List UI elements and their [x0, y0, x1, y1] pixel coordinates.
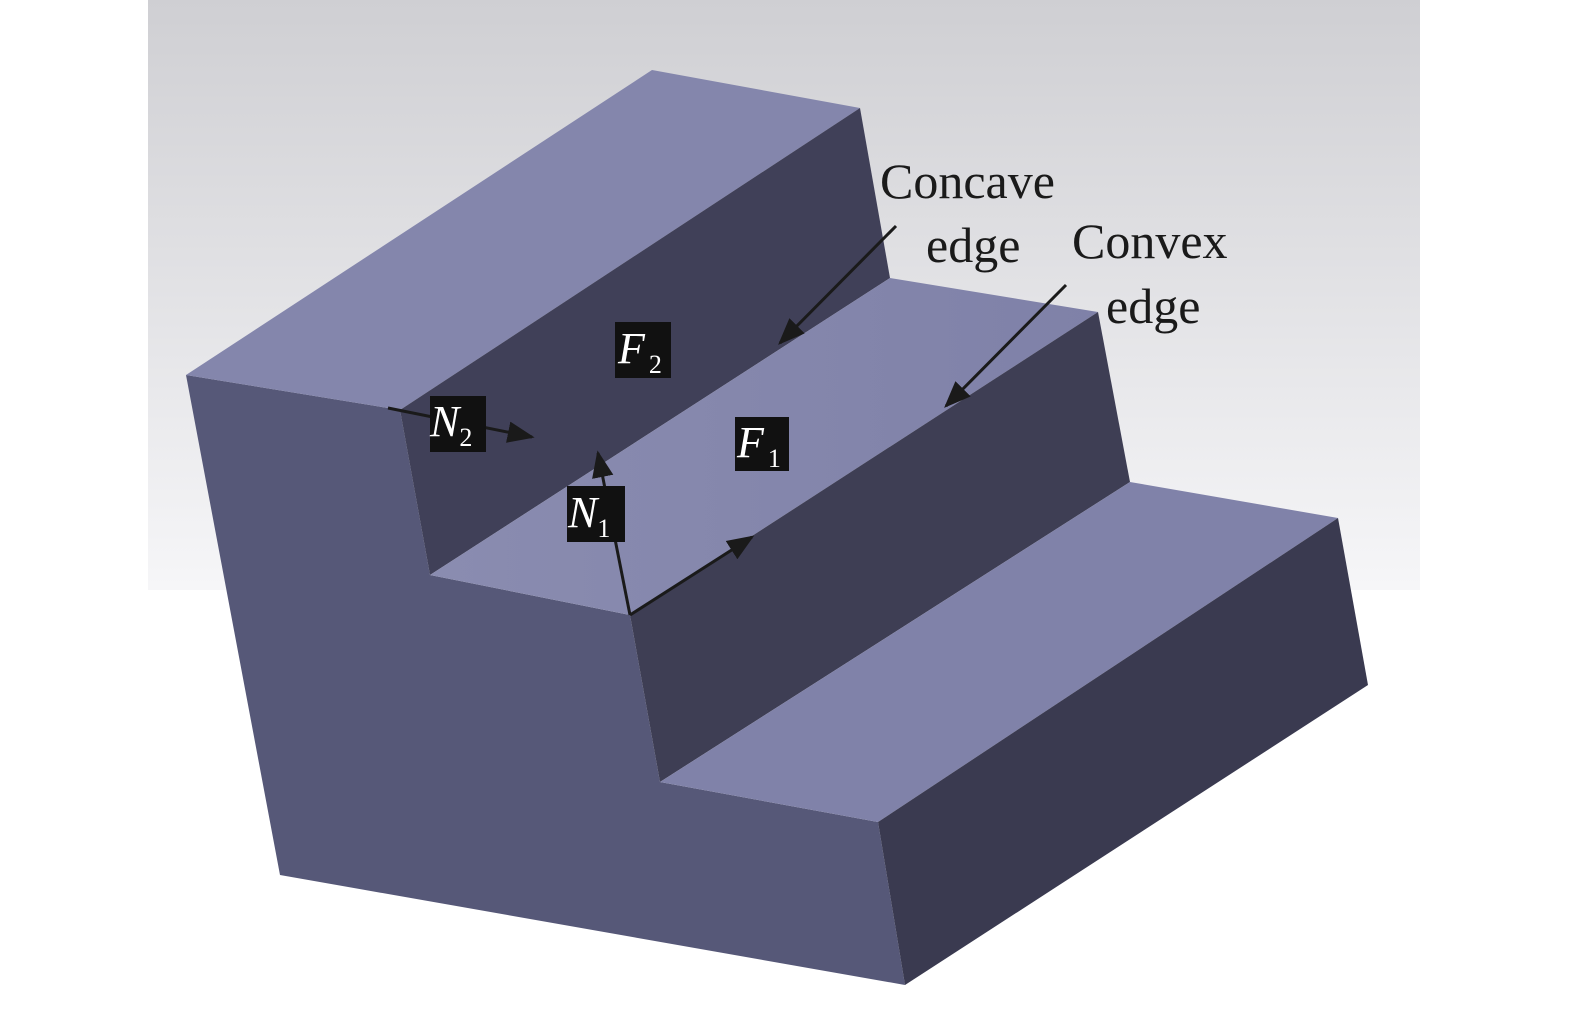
n1-label: N1: [567, 486, 625, 543]
n2-label: N2: [429, 396, 486, 452]
f1-subscript: 1: [768, 444, 781, 473]
convex-line1: Convex: [1072, 213, 1228, 269]
f2-subscript: 2: [649, 350, 662, 379]
convex-line2: edge: [1106, 278, 1200, 334]
top-step-tread: [186, 70, 860, 410]
svg-text:F1: F1: [736, 418, 781, 473]
convex-edge-annotation: Convex edge: [1072, 213, 1228, 334]
concave-line1: Concave: [880, 153, 1055, 209]
bottom-step-tread: [660, 482, 1338, 822]
f2-letter: F: [617, 324, 646, 373]
svg-text:N1: N1: [567, 488, 610, 543]
n1-subscript: 1: [597, 514, 610, 543]
convex-edge-pointer: [944, 283, 1068, 408]
svg-text:N2: N2: [429, 397, 472, 452]
n2-label-box: [430, 396, 486, 452]
svg-text:F2: F2: [617, 324, 662, 379]
concave-line2: edge: [926, 217, 1020, 273]
edge-direction-arrow: [629, 535, 755, 617]
n2-subscript: 2: [459, 423, 472, 452]
middle-riser-face: [630, 312, 1130, 782]
n1-letter: N: [567, 488, 600, 537]
concave-edge-annotation: Concave edge: [880, 153, 1055, 273]
front-face: [186, 375, 905, 985]
f2-label-box: [615, 322, 671, 378]
n1-label-box: [567, 486, 625, 542]
f1-label-box: [735, 417, 789, 471]
bottom-riser-face: [878, 518, 1368, 985]
f1-letter: F: [736, 418, 765, 467]
n2-letter: N: [429, 397, 462, 446]
concave-edge-pointer: [778, 224, 898, 345]
